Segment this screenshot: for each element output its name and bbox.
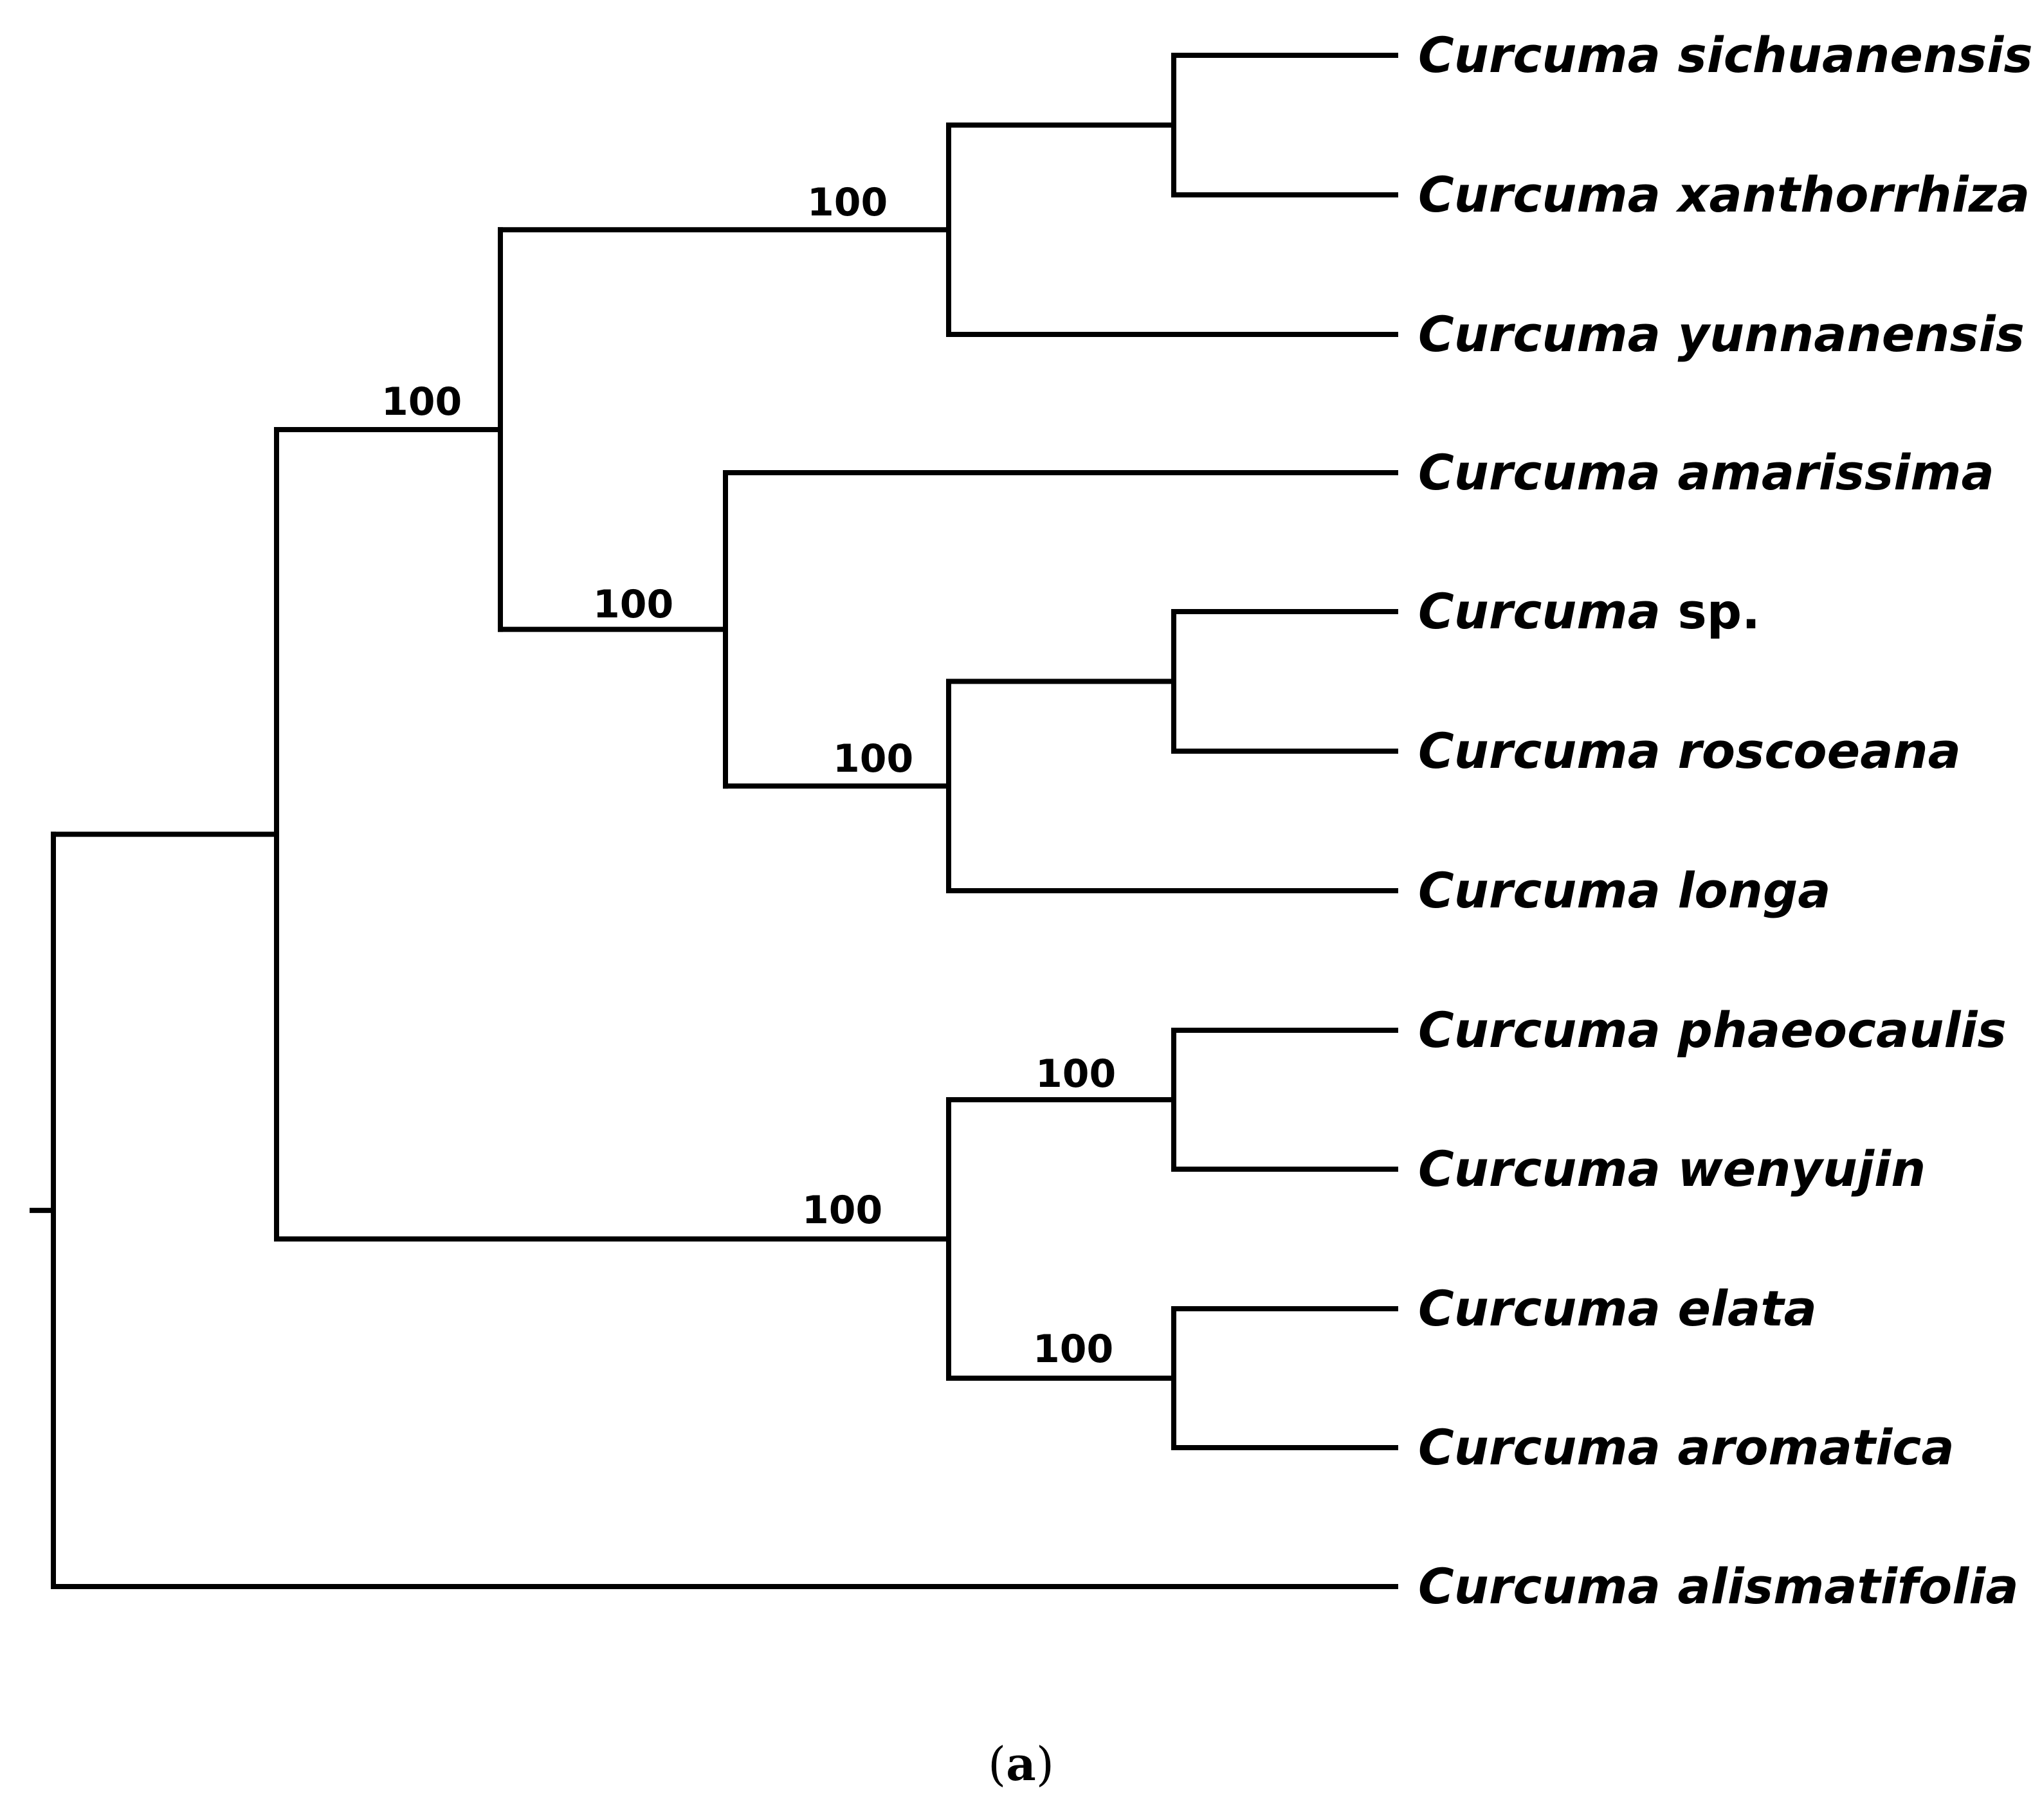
- taxon-genus: Curcuma: [1418, 862, 1677, 919]
- taxon-genus: Curcuma: [1418, 722, 1677, 779]
- figure-panel-letter: a: [1006, 1736, 1036, 1791]
- taxon-genus: Curcuma: [1418, 1558, 1677, 1615]
- taxon-epithet: wenyujin: [1677, 1140, 1926, 1197]
- taxon-label: Curcuma sichuanensis: [1418, 26, 2033, 84]
- taxon-genus: Curcuma: [1418, 444, 1677, 501]
- taxon-label: Curcuma yunnanensis: [1418, 305, 2025, 363]
- taxon-epithet: alismatifolia: [1677, 1558, 2018, 1615]
- taxon-epithet: sichuanensis: [1677, 26, 2032, 84]
- taxon-epithet: roscoeana: [1677, 722, 1960, 779]
- tree-branches: [30, 53, 1398, 1589]
- taxon-epithet: aromatica: [1677, 1419, 1954, 1476]
- taxon-label: Curcuma elata: [1418, 1280, 1817, 1337]
- taxon-genus: Curcuma: [1418, 26, 1677, 84]
- support-values: 100 100 100 100 100 100 100: [381, 180, 1116, 1372]
- taxon-epithet: xanthorrhiza: [1675, 166, 2030, 223]
- taxon-genus: Curcuma: [1418, 1001, 1677, 1059]
- taxon-genus: Curcuma: [1418, 583, 1677, 640]
- taxon-label: Curcuma wenyujin: [1418, 1140, 1926, 1197]
- taxon-label: Curcuma xanthorrhiza: [1418, 166, 2030, 223]
- support-value-n_pwea: 100: [802, 1188, 882, 1233]
- figure-caption: (a): [988, 1736, 1054, 1791]
- taxon-epithet: longa: [1677, 862, 1830, 919]
- support-value-n_srl: 100: [833, 736, 913, 781]
- support-value-n_pw: 100: [1035, 1051, 1116, 1097]
- taxon-label: Curcuma sp.: [1418, 583, 1760, 640]
- taxon-label: Curcuma aromatica: [1418, 1419, 1955, 1476]
- taxon-epithet: phaeocaulis: [1677, 1001, 2006, 1059]
- taxon-genus: Curcuma: [1418, 1280, 1677, 1337]
- taxon-label: Curcuma phaeocaulis: [1418, 1001, 2007, 1059]
- support-value-n_arl: 100: [593, 582, 673, 627]
- taxon-genus: Curcuma: [1418, 305, 1677, 363]
- taxon-epithet: sp.: [1677, 583, 1760, 640]
- taxon-label: Curcuma amarissima: [1418, 444, 1994, 501]
- taxon-epithet: elata: [1677, 1280, 1817, 1337]
- support-value-n_ea: 100: [1033, 1327, 1113, 1372]
- taxon-epithet: yunnanensis: [1677, 305, 2024, 363]
- taxon-genus: Curcuma: [1418, 166, 1677, 223]
- support-value-n_sxy: 100: [807, 180, 888, 225]
- taxon-genus: Curcuma: [1418, 1419, 1677, 1476]
- taxon-label: Curcuma longa: [1418, 862, 1831, 919]
- taxon-genus: Curcuma: [1418, 1140, 1677, 1197]
- support-value-n_top: 100: [381, 379, 462, 424]
- taxon-label: Curcuma roscoeana: [1418, 722, 1961, 779]
- taxon-label: Curcuma alismatifolia: [1418, 1558, 2019, 1615]
- taxon-epithet: amarissima: [1677, 444, 1994, 501]
